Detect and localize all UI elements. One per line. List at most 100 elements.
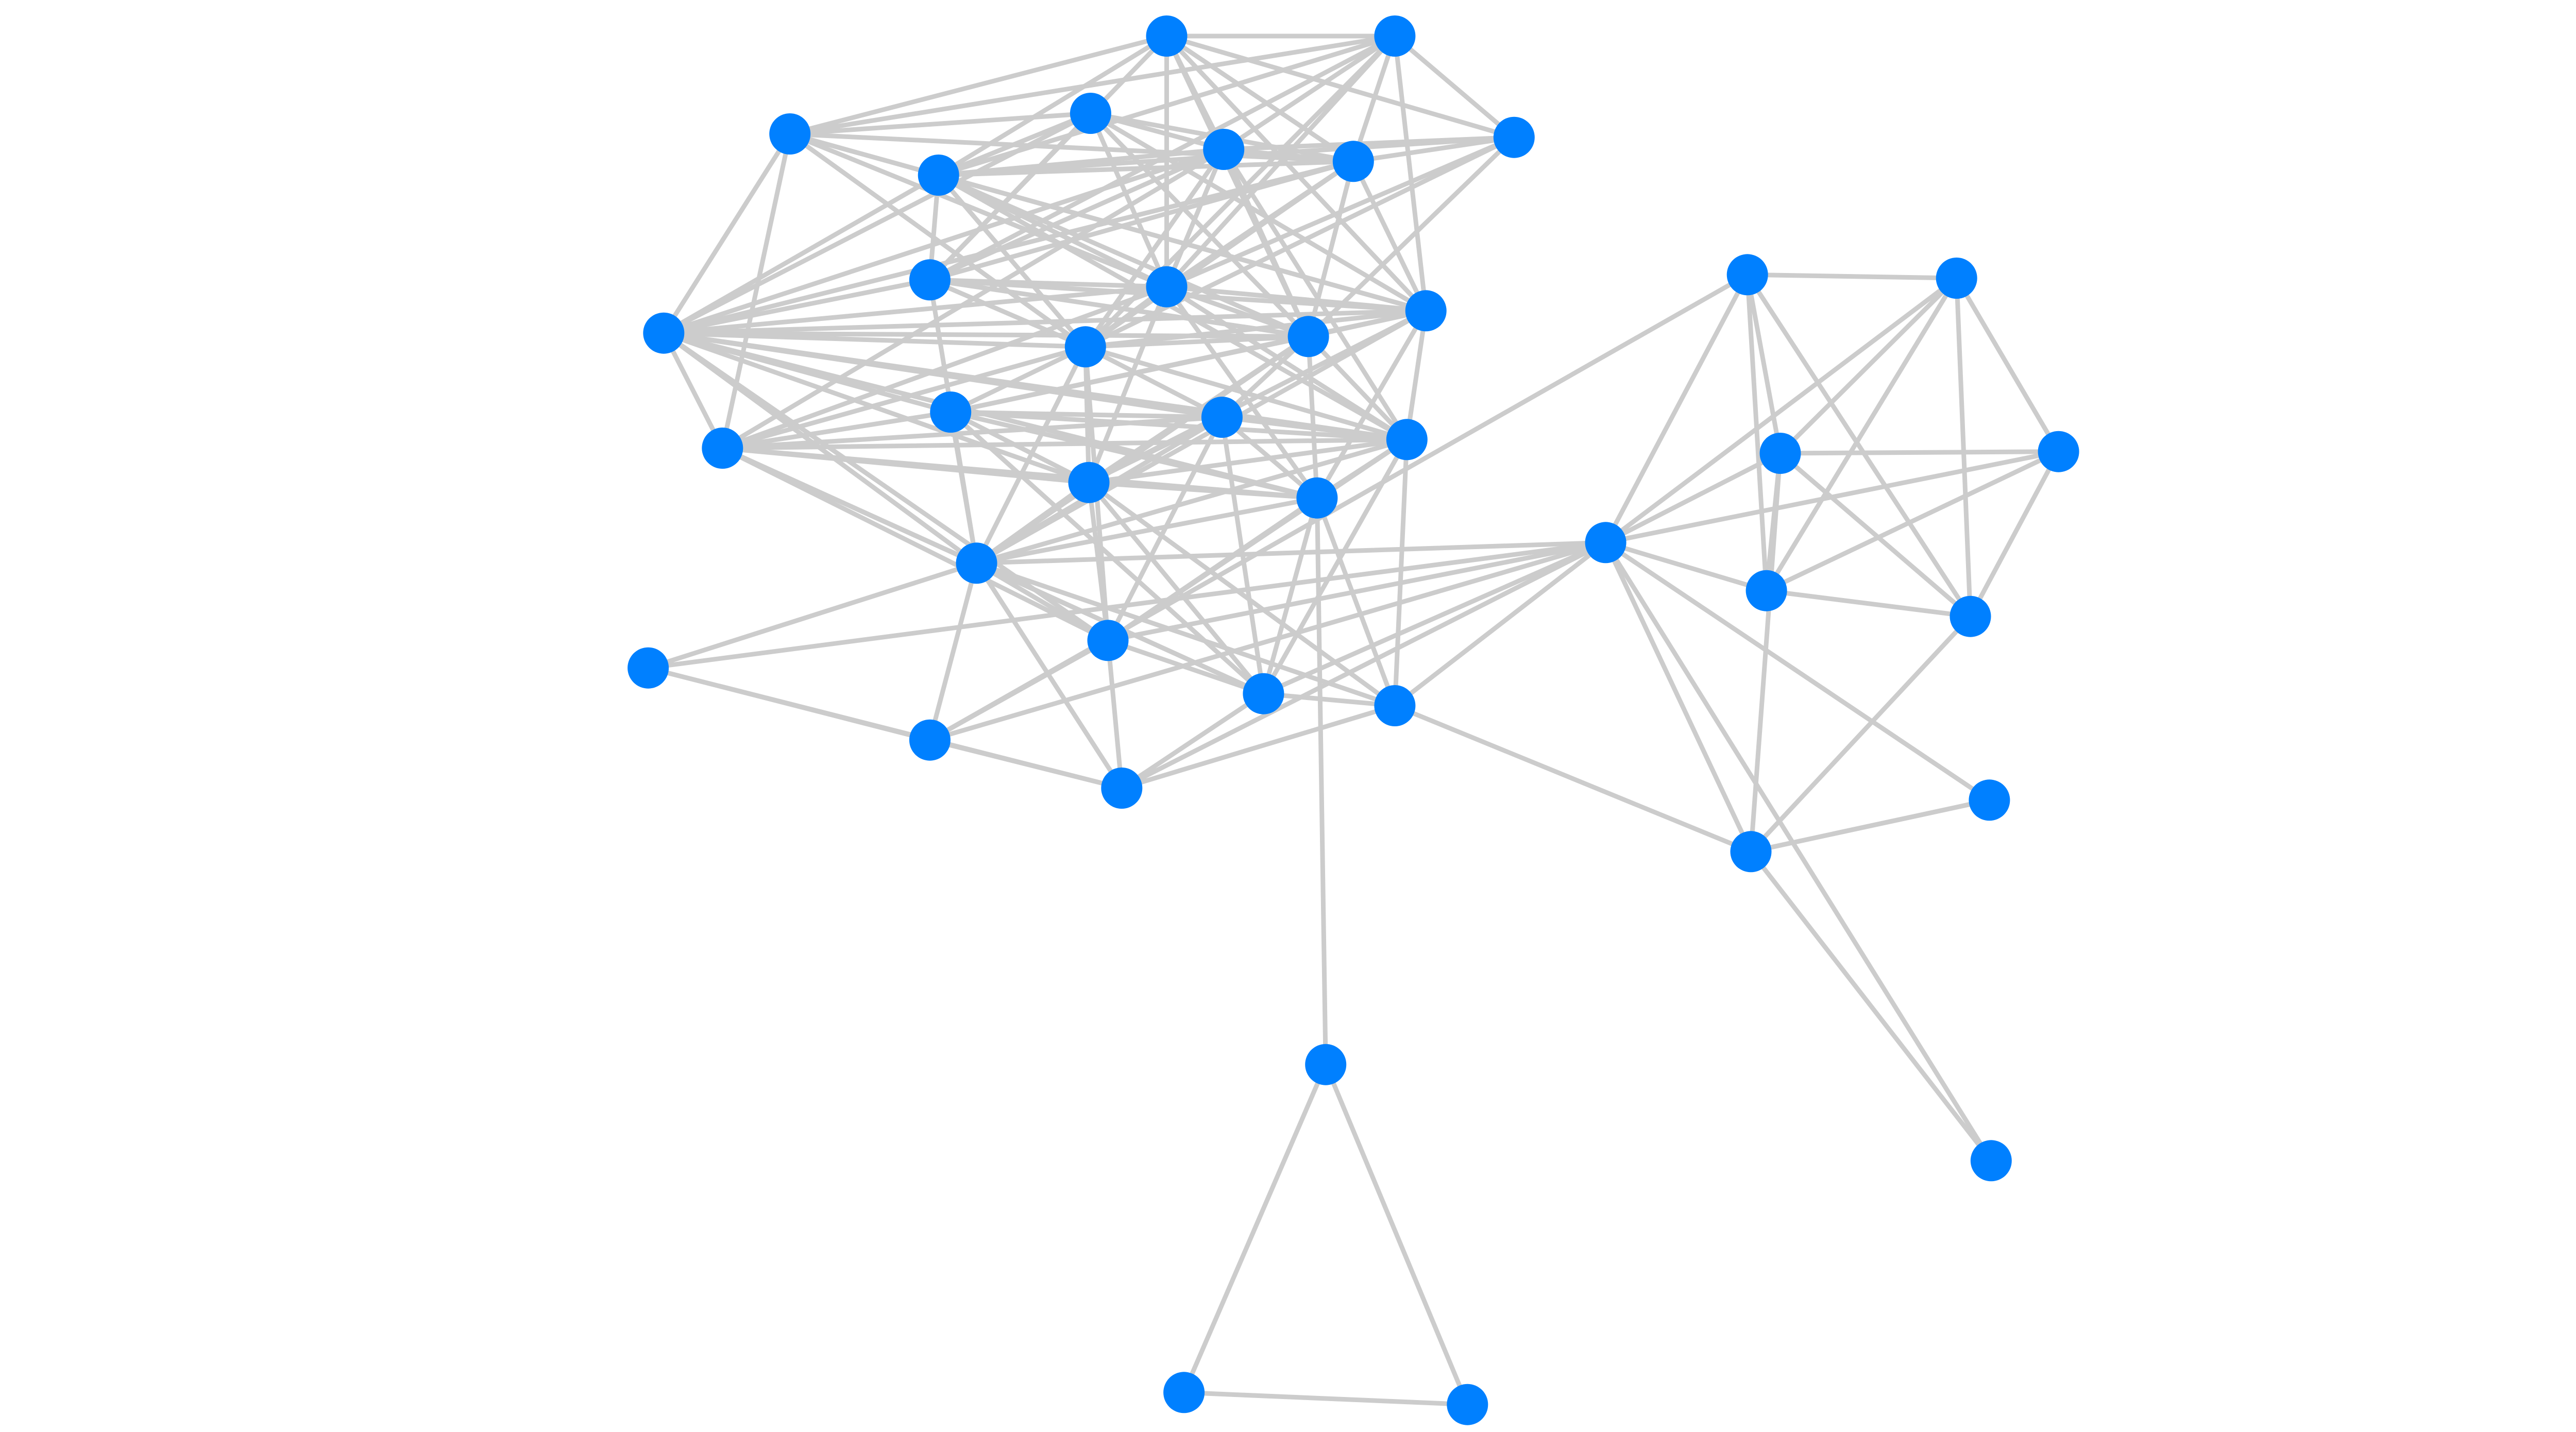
graph-node	[1745, 570, 1787, 611]
graph-edge	[936, 159, 1356, 178]
graph-edge	[1392, 703, 1753, 854]
graph-edge	[1778, 449, 2061, 456]
graph-node	[1201, 397, 1243, 438]
graph-node	[643, 312, 685, 354]
graph-edge	[1106, 638, 1124, 791]
graph-node	[1374, 685, 1416, 726]
graph-edge	[974, 560, 1397, 708]
graph-edge	[1221, 147, 1311, 339]
graph-edge	[1392, 33, 1429, 313]
graph-edge	[661, 277, 933, 336]
graph-edge	[661, 159, 1356, 336]
graph-node	[1101, 768, 1143, 809]
graph-edge	[974, 540, 1608, 566]
graph-edge	[720, 131, 792, 451]
graph-edge	[661, 131, 792, 336]
graph-edge	[927, 738, 1124, 791]
graph-edge	[948, 410, 979, 566]
graph-edge	[1745, 272, 1783, 456]
graph-node	[1447, 1384, 1488, 1425]
graph-edge	[1745, 272, 1769, 593]
graph-edge	[927, 540, 1608, 743]
graph-edge	[1087, 480, 1319, 501]
graph-edge	[1088, 111, 1169, 289]
graph-edge	[1603, 276, 1959, 545]
graph-node	[1287, 316, 1329, 357]
graph-node	[1296, 477, 1338, 519]
graph-edge	[936, 173, 1311, 339]
graph-edge	[1603, 272, 1750, 545]
graph-edge	[1261, 496, 1319, 696]
graph-node	[1087, 620, 1129, 661]
graph-edge	[720, 446, 1110, 643]
graph-node	[1493, 116, 1535, 158]
graph-edge	[661, 147, 1226, 336]
graph-edge	[1221, 147, 1356, 164]
graph-node	[1203, 129, 1245, 170]
graph-edge	[1306, 159, 1356, 339]
graph-edge	[1778, 276, 1959, 456]
graph-node	[1163, 1372, 1205, 1413]
graph-edge	[661, 331, 725, 451]
graph-edge	[720, 446, 1091, 485]
graph-edge	[787, 131, 1356, 164]
graph-edge	[1603, 540, 1992, 803]
graph-edge	[1764, 588, 1973, 619]
graph-edge	[1119, 691, 1266, 791]
graph-edge	[1351, 159, 1429, 313]
graph-edge	[661, 331, 1311, 339]
graph-edge	[927, 272, 1750, 743]
graph-edge	[948, 410, 1266, 696]
graph-edge	[1083, 344, 1225, 420]
graph-edge	[974, 496, 1319, 566]
graph-node	[918, 155, 959, 196]
graph-edge	[720, 437, 1410, 451]
graph-edge	[1219, 415, 1410, 442]
graph-edge	[1087, 437, 1410, 485]
graph-edge	[936, 173, 1410, 442]
graph-node	[909, 259, 951, 301]
graph-node	[1386, 419, 1428, 461]
graph-edge	[948, 344, 1088, 415]
graph-node	[1730, 831, 1772, 873]
graph-edge	[1314, 496, 1397, 708]
graph-edge	[1106, 540, 1608, 643]
graph-edge	[1306, 334, 1319, 501]
graph-edge	[661, 331, 1091, 485]
graph-edge	[1745, 272, 1959, 281]
graph-edge	[974, 437, 1410, 566]
graph-node	[1759, 433, 1801, 474]
graph-edge	[936, 147, 1226, 178]
graph-node	[1374, 15, 1416, 57]
graph-edge	[720, 410, 953, 451]
graph-edge	[661, 111, 1093, 336]
graph-edge	[1404, 308, 1429, 442]
graph-edge	[661, 331, 1410, 442]
edge-layer	[646, 33, 2061, 1407]
graph-edge	[1603, 540, 1994, 1163]
graph-edge	[1083, 344, 1410, 442]
graph-node	[956, 542, 997, 584]
graph-node	[1950, 595, 1991, 637]
graph-edge	[1314, 496, 1328, 1067]
graph-edge	[661, 173, 941, 336]
graph-edge	[1764, 449, 2061, 593]
graph-edge	[787, 111, 1093, 137]
graph-edge	[1119, 540, 1608, 791]
graph-node	[1970, 1140, 2012, 1182]
graph-edge	[787, 33, 1169, 137]
graph-node	[909, 719, 951, 761]
graph-edge	[936, 33, 1169, 178]
graph-node	[1146, 15, 1188, 57]
graph-edge	[1323, 1062, 1470, 1407]
graph-edge	[1221, 33, 1397, 152]
graph-edge	[927, 560, 979, 743]
graph-edge	[787, 33, 1397, 137]
graph-edge	[1749, 451, 1783, 854]
graph-edge	[1261, 691, 1397, 708]
graph-edge	[1392, 33, 1517, 140]
graph-node	[1146, 266, 1188, 308]
graph-edge	[1083, 308, 1429, 349]
graph-edge	[1306, 334, 1410, 442]
